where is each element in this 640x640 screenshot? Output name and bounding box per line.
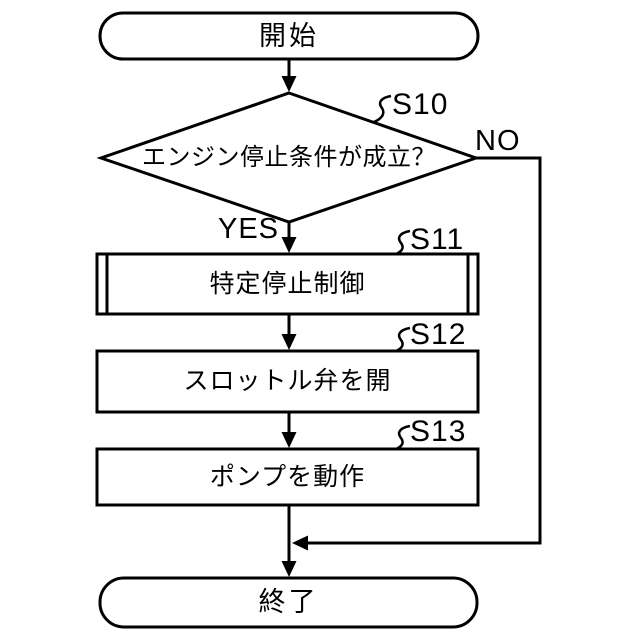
leader-squiggle-s10 <box>373 94 392 124</box>
leader-squiggle-s13 <box>395 424 411 451</box>
arrowhead-s11-to-s12 <box>281 334 297 350</box>
decision-label: エンジン停止条件が成立？ <box>142 144 436 171</box>
end-terminal-label: 終了 <box>258 587 319 617</box>
step-label-s12: S12 <box>410 318 467 351</box>
step-label-s10: S10 <box>392 88 449 121</box>
branch-label-yes: YES <box>218 213 280 245</box>
s12-process-shape <box>95 349 480 414</box>
arrowhead-s13-to-end <box>281 561 297 577</box>
arrowhead-s12-to-s13 <box>281 432 297 448</box>
step-label-s13: S13 <box>410 415 467 448</box>
end-terminal-shape <box>98 576 479 629</box>
s13-process-label: ポンプを動作 <box>209 463 366 491</box>
arrowhead-start-to-decision <box>281 76 297 92</box>
start-terminal-label: 開始 <box>259 21 319 51</box>
leader-squiggle-s11 <box>395 229 411 256</box>
step-label-s11: S11 <box>410 223 465 256</box>
s11-subroutine-label: 特定停止制御 <box>209 270 366 298</box>
no-branch-line <box>308 156 542 545</box>
s11-subroutine-shape <box>95 252 480 316</box>
branch-label-no: NO <box>475 125 521 157</box>
arrowhead-no-branch <box>292 535 308 551</box>
leader-squiggle-s12 <box>395 326 411 353</box>
s12-process-label: スロットル弁を開 <box>183 367 392 395</box>
arrowhead-decision-to-s11 <box>281 237 297 253</box>
